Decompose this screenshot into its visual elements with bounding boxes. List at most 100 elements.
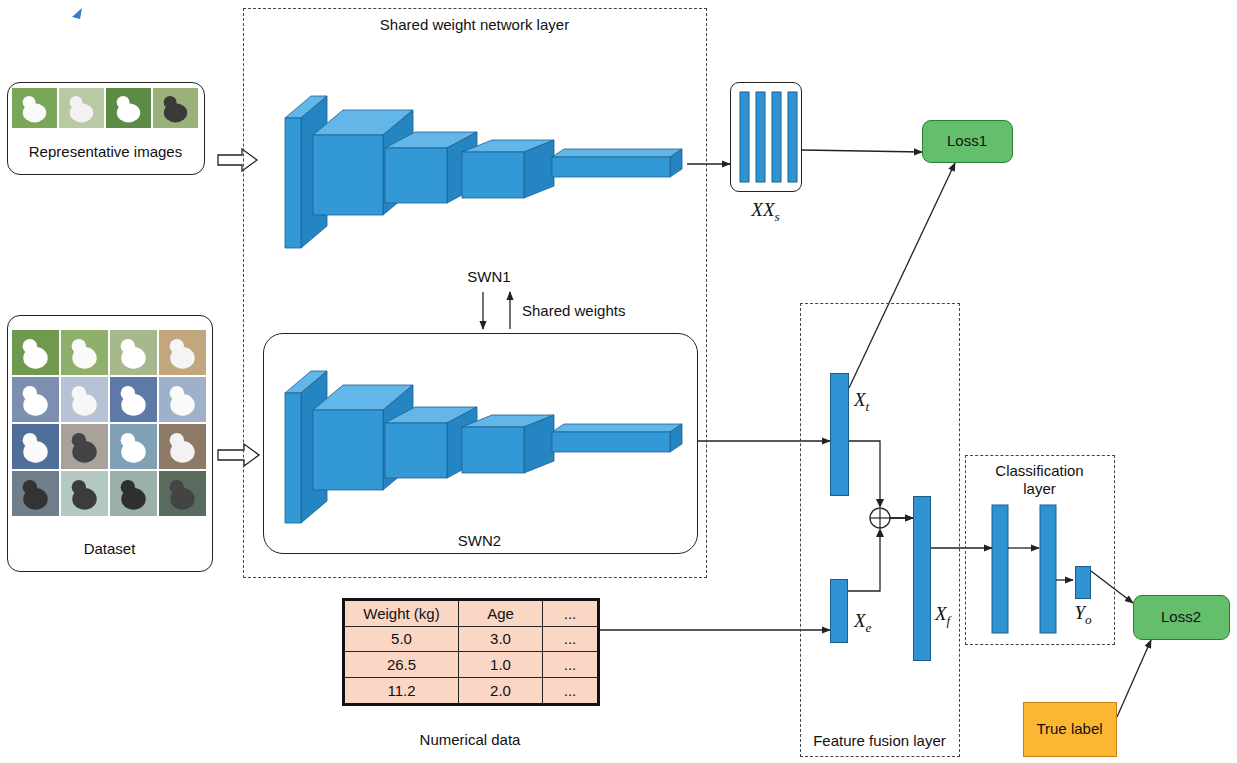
layer-block (285, 393, 301, 523)
group-box: Feature fusion layerXtXeXf (800, 303, 960, 757)
dog-figure (121, 339, 135, 353)
connector-arrow (687, 163, 730, 164)
layer-block (552, 157, 670, 177)
table-cell: 3.0 (459, 627, 543, 653)
table-cell: 11.2 (345, 678, 459, 704)
dog-figure (117, 96, 130, 109)
photo-thumbnail (12, 330, 59, 375)
dense-layer-bar (992, 505, 1008, 633)
feature-vector: Xt (830, 373, 849, 496)
table-cell: 26.5 (345, 652, 459, 678)
layer-block (670, 149, 682, 177)
photo-thumbnail (159, 377, 206, 422)
photo-thumbnail (61, 471, 108, 516)
layer-block (524, 415, 554, 473)
connector-arrow (1091, 571, 1133, 603)
feature-vector: Xf (913, 496, 931, 661)
connector-arrow (849, 163, 955, 388)
feature-bar (756, 92, 765, 182)
photo-thumbnail (110, 424, 157, 469)
node-label: True label (1036, 720, 1102, 738)
photo-thumbnail (110, 377, 157, 422)
table-cell: ... (543, 652, 597, 678)
table-cell: Weight (kg) (345, 601, 459, 627)
dog-figure (170, 480, 184, 494)
node-label: Representative images (29, 143, 182, 161)
dog-figure (23, 433, 37, 447)
dog-figure (72, 480, 86, 494)
node-label: Xt (854, 389, 869, 415)
node-label: Dataset (84, 540, 136, 558)
dog-figure (72, 433, 86, 447)
sum-symbol (870, 508, 890, 528)
photo-thumbnail (110, 330, 157, 375)
photo-thumbnail (61, 424, 108, 469)
photo-thumbnail (12, 377, 59, 422)
table-cell: ... (543, 678, 597, 704)
node-label: SWN2 (458, 532, 501, 550)
layer-block (552, 424, 682, 432)
dog-figure (170, 339, 184, 353)
output-vector: Yo (1075, 566, 1091, 599)
dog-figure (23, 480, 37, 494)
loss-box: Loss2 (1133, 595, 1230, 640)
layer-block (552, 149, 682, 157)
corner-icon (72, 8, 82, 19)
dog-figure (23, 386, 37, 400)
feature-bar (788, 92, 797, 182)
image-thumbnails (12, 88, 206, 516)
photo-thumbnail (59, 88, 104, 128)
table-cell: 2.0 (459, 678, 543, 704)
layer-block (385, 148, 447, 203)
photo-thumbnail (12, 471, 59, 516)
node-label: Loss2 (1161, 608, 1201, 626)
photo-thumbnail (159, 471, 206, 516)
layer-block (313, 135, 383, 215)
dog-figure (72, 386, 86, 400)
dog-figure (121, 433, 135, 447)
photo-thumbnail (153, 88, 198, 128)
dog-figure (170, 386, 184, 400)
connector-arrow (802, 150, 922, 152)
dense-layer-bar (1040, 505, 1056, 633)
photo-thumbnail (61, 330, 108, 375)
layer-arrow (1008, 547, 1039, 548)
table-cell: Age (459, 601, 543, 627)
feature-bar (772, 92, 781, 182)
connector-arrow (482, 292, 483, 329)
photo-thumbnail (159, 424, 206, 469)
node-label: SWN1 (467, 268, 510, 286)
block-arrow (218, 444, 259, 466)
table-cell: 5.0 (345, 627, 459, 653)
annotation-text: Shared weights (522, 302, 625, 319)
photo-thumbnail (12, 424, 59, 469)
arrow-head (876, 499, 884, 508)
connector-arrow (509, 292, 510, 329)
layer-block (285, 118, 301, 248)
feature-set: XXs (730, 82, 802, 192)
node-label: XXs (751, 199, 779, 225)
node-label: Feature fusion layer (813, 732, 946, 750)
table-cell: ... (543, 601, 597, 627)
layer-arrow (1056, 579, 1073, 580)
node-label: Numerical data (420, 731, 521, 749)
image-panel: Representative images (7, 82, 205, 175)
layer-block (462, 152, 524, 198)
group-box: Classification layerYo (965, 455, 1115, 645)
connector-arrow (698, 440, 830, 441)
network-block: SWN2 (263, 333, 698, 554)
photo-thumbnail (159, 330, 206, 375)
connector-arrow (600, 629, 830, 630)
feature-bar (740, 92, 749, 182)
node-label: Xf (935, 603, 950, 629)
connector-arrow (849, 441, 913, 518)
node-label: Yo (1074, 602, 1091, 628)
image-panel: Dataset (7, 315, 213, 572)
network-block: SWN1 (281, 91, 687, 289)
dog-figure (70, 96, 83, 109)
node-label: Classification layer (988, 462, 1092, 498)
photo-thumbnail (106, 88, 151, 128)
